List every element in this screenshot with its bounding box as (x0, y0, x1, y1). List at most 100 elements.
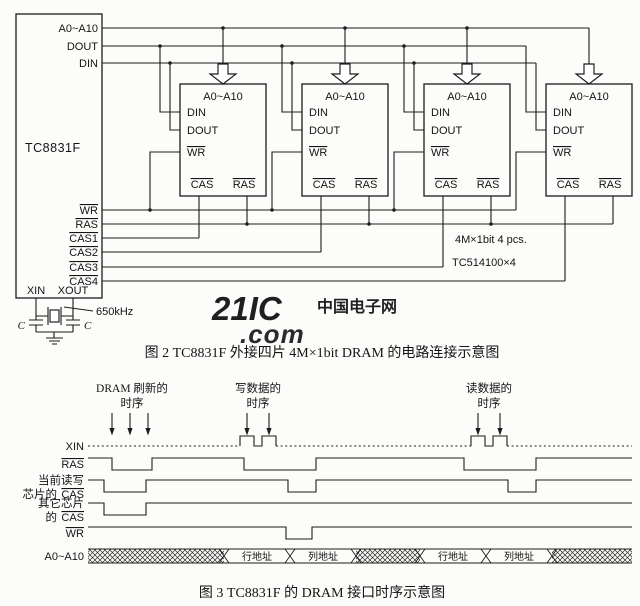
dram-pin-a0a10: A0~A10 (325, 91, 364, 103)
watermark-brand: 21IC (211, 290, 283, 327)
dram-chip-1: A0~A10 DIN DOUT WR CAS RAS (149, 28, 267, 224)
dram-pin-wr: WR (309, 147, 327, 159)
dram-pin-din: DIN (553, 107, 572, 119)
dram-pin-cas: CAS (435, 179, 458, 191)
din-wire (403, 46, 424, 113)
tc8831f-pin-xout: XOUT (58, 285, 89, 297)
sig-label-addr: A0~A10 (45, 551, 84, 563)
dram-pin-ras: RAS (599, 179, 622, 191)
annotation-write: 写数据的 时序 (235, 381, 281, 410)
bus-rails (88, 548, 632, 564)
annotation-refresh: DRAM 刷新的 时序 (96, 381, 168, 410)
address-bus-arrow (208, 63, 238, 85)
fig2-circuit-diagram: A0~A10 DOUT DIN TC8831F WR RAS CAS1 CAS2… (15, 13, 633, 361)
dram-pin-wr: WR (187, 147, 205, 159)
dram-pin-wr: WR (553, 147, 571, 159)
din-wire (159, 46, 180, 113)
tc8831f-pin-dout: DOUT (67, 41, 98, 53)
annotation-refresh-line2: 时序 (121, 396, 144, 410)
sig-label-xin: XIN (66, 441, 84, 453)
capacitor-label-left: C (18, 320, 26, 332)
bus-label-col-write: 列地址 (308, 550, 338, 563)
dram-pin-ras: RAS (477, 179, 500, 191)
dram-pin-din: DIN (309, 107, 328, 119)
dout-wire (413, 63, 424, 131)
bus-transitions (218, 548, 558, 564)
dram-chip-3: A0~A10 DIN DOUT WR CAS RAS (393, 28, 511, 224)
dram-pin-ras: RAS (355, 179, 378, 191)
xin-waveform-pulses (239, 435, 508, 447)
tc8831f-pin-xin: XIN (27, 285, 45, 297)
tc8831f-pin-din: DIN (79, 58, 98, 70)
annotation-read-line1: 读数据的 (466, 381, 512, 395)
wr-wire (515, 151, 546, 210)
dram-pin-dout: DOUT (553, 125, 584, 137)
sig-label-cas-other-line1: 其它芯片 (38, 496, 84, 510)
dram-pin-din: DIN (187, 107, 206, 119)
dram-pin-cas: CAS (191, 179, 214, 191)
sig-label-ras: RAS (61, 459, 84, 471)
dram-chip-2: A0~A10 DIN DOUT WR CAS RAS (271, 28, 389, 224)
cas-current-waveform (88, 479, 632, 493)
dram-pin-dout: DOUT (309, 125, 340, 137)
tc8831f-name: TC8831F (25, 141, 81, 155)
sig-label-cas-current-line2-prefix: 芯片的 (23, 487, 58, 501)
din-wire (281, 46, 302, 113)
address-bus-arrow (574, 63, 604, 85)
dram-pin-cas: CAS (557, 179, 580, 191)
tc8831f-pin-ras: RAS (75, 219, 98, 231)
crystal (49, 309, 60, 323)
dram-pin-din: DIN (431, 107, 450, 119)
fig3-caption: 图 3 TC8831F 的 DRAM 接口时序示意图 (199, 584, 445, 601)
sig-label-cas-current-line2-cas: CAS (61, 489, 84, 501)
tc8831f-chip: A0~A10 DOUT DIN TC8831F WR RAS CAS1 CAS2… (15, 13, 103, 299)
watermark: 21IC 中国电子网 .com (211, 290, 397, 349)
din-wire (525, 46, 546, 113)
dram-spec-note: 4M×1bit 4 pcs. (455, 234, 527, 246)
tc8831f-body (15, 13, 103, 299)
freq-leader-line (63, 306, 94, 312)
dram-chip-4: A0~A10 DIN DOUT WR CAS RAS (515, 28, 633, 224)
oscillator-circuit: 650kHz C C (18, 298, 133, 345)
fig2-caption: 图 2 TC8831F 外接四片 4M×1bit DRAM 的电路连接示意图 (145, 344, 500, 361)
tc8831f-pin-cas1: CAS1 (69, 233, 98, 245)
dram-pin-cas: CAS (313, 179, 336, 191)
dram-pin-dout: DOUT (431, 125, 462, 137)
tc8831f-pin-cas3: CAS3 (69, 262, 98, 274)
dram-pin-a0a10: A0~A10 (569, 91, 608, 103)
watermark-cn-text: 中国电子网 (317, 297, 397, 316)
bus-label-row-write: 行地址 (242, 550, 272, 563)
wr-waveform (88, 526, 632, 540)
oscillator-wires (29, 298, 80, 345)
oscillator-frequency: 650kHz (96, 306, 133, 318)
wr-wire (149, 151, 180, 210)
sig-label-cas-other-line2-prefix: 的 (46, 510, 58, 524)
address-bus-arrow (452, 63, 482, 85)
dram-pin-ras: RAS (233, 179, 256, 191)
crystal-plates (47, 307, 62, 325)
annotation-write-line2: 时序 (247, 396, 270, 410)
dout-wire (291, 63, 302, 131)
dout-wire (169, 63, 180, 131)
sig-label-cas-current-line1: 当前读写 (38, 473, 84, 487)
annotation-read: 读数据的 时序 (466, 381, 512, 410)
annotation-down-arrows (109, 413, 503, 436)
wr-wire (271, 151, 302, 210)
address-bus-arrow (330, 63, 360, 85)
annotation-write-line1: 写数据的 (235, 381, 281, 395)
dram-pin-wr: WR (431, 147, 449, 159)
fig3-timing-diagram: DRAM 刷新的 时序 写数据的 时序 读数据的 时序 XIN RAS 当前读写… (23, 381, 632, 601)
dram-pin-a0a10: A0~A10 (203, 91, 242, 103)
sig-label-wr: WR (66, 528, 84, 540)
ras-waveform (88, 457, 632, 471)
tc8831f-pin-wr: WR (80, 205, 98, 217)
dram-part-note: TC514100×4 (452, 257, 516, 269)
dram-pin-a0a10: A0~A10 (447, 91, 486, 103)
tc8831f-pin-cas2: CAS2 (69, 247, 98, 259)
sig-label-cas-other-line2-cas: CAS (61, 512, 84, 524)
cas-other-waveform (88, 502, 632, 516)
address-bus-waveform: 行地址 列地址 行地址 列地址 (88, 548, 632, 564)
tc8831f-pin-cas4: CAS4 (69, 276, 98, 288)
